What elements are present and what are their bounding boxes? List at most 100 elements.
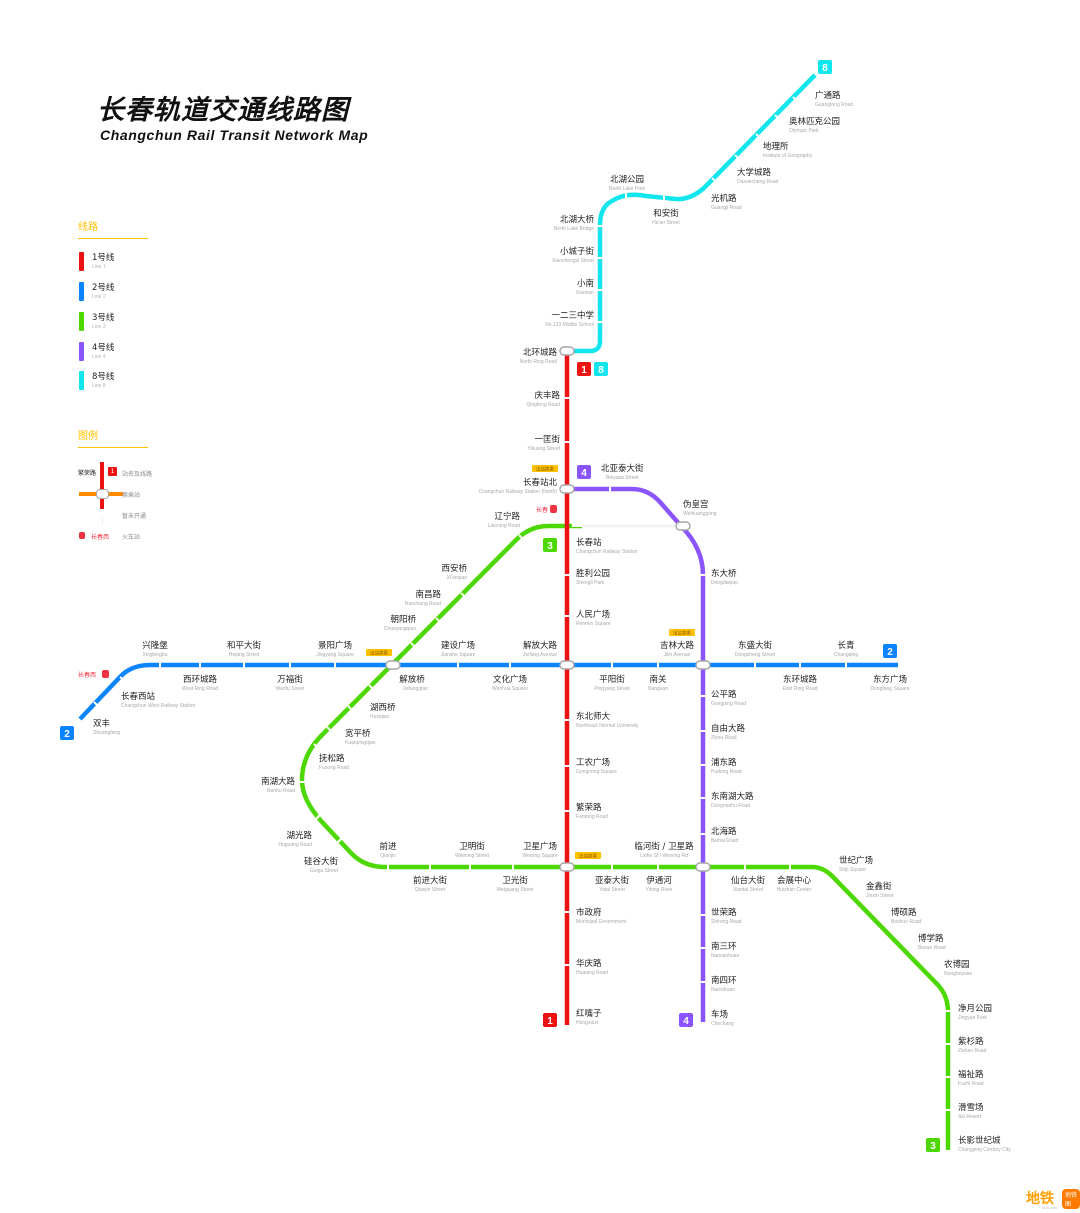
station-name-en: Xiaonan [576, 290, 595, 296]
station-name-en: Shuangfeng [93, 730, 120, 736]
badge-line3-a: 3 [547, 541, 553, 552]
station-name: 大学城路 [737, 167, 772, 178]
station-name-en: Chechang [711, 1021, 734, 1027]
station-name: 卫星广场 [523, 841, 557, 852]
station-name: 世纪广场 [839, 855, 873, 866]
station-name: 长影世纪城 [958, 1135, 1001, 1146]
station-name-en: Fusong Road [319, 765, 349, 771]
station-name: 湖光路 [286, 830, 312, 841]
legend-rail-sample: 长春西 [91, 534, 110, 541]
station-name: 卫明街 [459, 841, 485, 852]
legend-line-label-en: Line 2 [92, 294, 106, 300]
station-name-en: Changchun Railway Station [576, 549, 638, 555]
station-name: 人民广场 [576, 609, 610, 620]
legend-line-label: 4号线 [92, 343, 115, 353]
station-name: 临河街 / 卫星路 [634, 841, 694, 852]
line3-route [299, 523, 951, 1150]
station-name: 小城子街 [560, 246, 595, 257]
station-name: 金鑫街 [866, 881, 892, 892]
train-icon [79, 532, 85, 539]
station-name: 北环城路 [523, 347, 558, 358]
station-name: 滑雪场 [958, 1102, 984, 1113]
station-name: 仙台大街 [731, 875, 766, 886]
station-name: 和平大街 [227, 640, 262, 651]
station-name-en: Weiguang Street [496, 887, 534, 893]
train-icon [102, 670, 109, 678]
station-name: 自由大路 [711, 723, 746, 734]
watermark-brand: 地铁 [1026, 1191, 1054, 1207]
legend-sample-station: 繁荣路 [78, 470, 97, 477]
map-title: 长春轨道交通线路图 [97, 95, 349, 126]
station-name: 长春西站 [121, 691, 156, 702]
station-name: 和安街 [653, 208, 679, 219]
station-name: 浦东路 [711, 757, 737, 768]
station-name-en: He'an Street [652, 220, 680, 226]
station-name-en: Beiyatai Street [606, 475, 639, 481]
station-name: 前进大街 [413, 875, 448, 886]
station-name-en: Xiaochengzi Street [552, 258, 595, 264]
transfer-weihuanggong [675, 521, 691, 531]
station-name: 伪皇宫 [683, 499, 709, 510]
legend-line-label: 2号线 [92, 283, 115, 293]
station-name: 广通路 [815, 90, 841, 101]
station-name-en: West Ring Road [182, 686, 219, 692]
legend-line-label-en: Line 8 [92, 383, 106, 389]
station-name-en: Weiming Street [455, 853, 490, 859]
station-name: 车场 [711, 1009, 728, 1020]
station-name: 朝阳桥 [390, 614, 416, 625]
transfer-weixingguangchang [559, 862, 575, 872]
station-name-en: Weihuanggong [683, 511, 717, 517]
transfer-tag-weixingguangchang: 出站换乘 [579, 853, 597, 860]
station-name-en: Nongboyuan [944, 971, 973, 977]
station-name-en: Nansihuan [711, 987, 735, 993]
legend-line-label: 3号线 [92, 313, 115, 323]
station-name-en: Nanguan [648, 686, 669, 692]
station-name-en: Olympic Park [789, 128, 819, 134]
station-name: 湖西桥 [370, 702, 396, 713]
legend-transfer-symbol [96, 489, 109, 499]
station-name: 一匡街 [534, 434, 560, 445]
station-name-en: Jiefangqiao [402, 686, 428, 692]
badge-line1-b: 1 [547, 1016, 553, 1027]
station-name-en: East Ring Road [782, 686, 817, 692]
transfer-jiefangqiao [385, 660, 401, 670]
legend-swatch-line2 [79, 282, 84, 301]
station-name-en: Changchun Railway Station (North) [479, 489, 558, 495]
station-name-en: Yikuang Street [527, 446, 560, 452]
station-name-en: Jingyue Park [958, 1015, 987, 1021]
legend-swatch-line1 [79, 252, 84, 271]
station-name-en: Qingfeng Road [526, 402, 560, 408]
legend-inactive-label: 暂未开通 [122, 513, 147, 520]
station-name-en: Gongping Road [711, 701, 746, 707]
transfer-jilindalu [695, 660, 711, 670]
legend-swatch-line8 [79, 371, 84, 390]
station-name: 奥林匹克公园 [789, 116, 840, 127]
station-name: 北亚泰大街 [601, 463, 644, 474]
watermark-site: dt.8.com [1042, 1205, 1058, 1210]
station-name-en: Northeast Normal University [576, 723, 639, 729]
station-name-en: Qianjin [380, 853, 396, 859]
line-badges: 8 1 8 4 3 2 2 1 4 3 [60, 60, 940, 1152]
station-name-en: No.123 Middle School [545, 322, 594, 328]
badge-line8-b: 8 [598, 365, 604, 376]
station-name: 北湖大桥 [560, 214, 595, 225]
legend-rail-label: 火车站 [122, 534, 141, 541]
station-name: 地理所 [763, 141, 789, 152]
line3-station-tick-changchun [572, 523, 584, 527]
station-name: 世荣路 [711, 907, 737, 918]
station-name-en: Boshuo Road [891, 919, 922, 925]
station-name-en: Jilin Avenue [664, 652, 691, 658]
station-name-en: Guangji Road [711, 205, 742, 211]
divider [78, 447, 148, 448]
station-name: 博学路 [918, 933, 944, 944]
station-name-en: Linhe St / Weixing Rd [640, 853, 688, 859]
station-name-en: Municipal Government [576, 919, 627, 925]
legend-sample-badge: 1 [108, 467, 117, 476]
divider [78, 238, 148, 239]
station-name: 辽宁路 [494, 511, 520, 522]
rail-label-changchunxi: 长春西 [78, 671, 96, 679]
legend-inactive-line [102, 517, 103, 525]
transfer-jiefangdalu [559, 660, 575, 670]
legend-sample-line [100, 462, 104, 509]
station-name-en: Beihai Road [711, 838, 738, 844]
